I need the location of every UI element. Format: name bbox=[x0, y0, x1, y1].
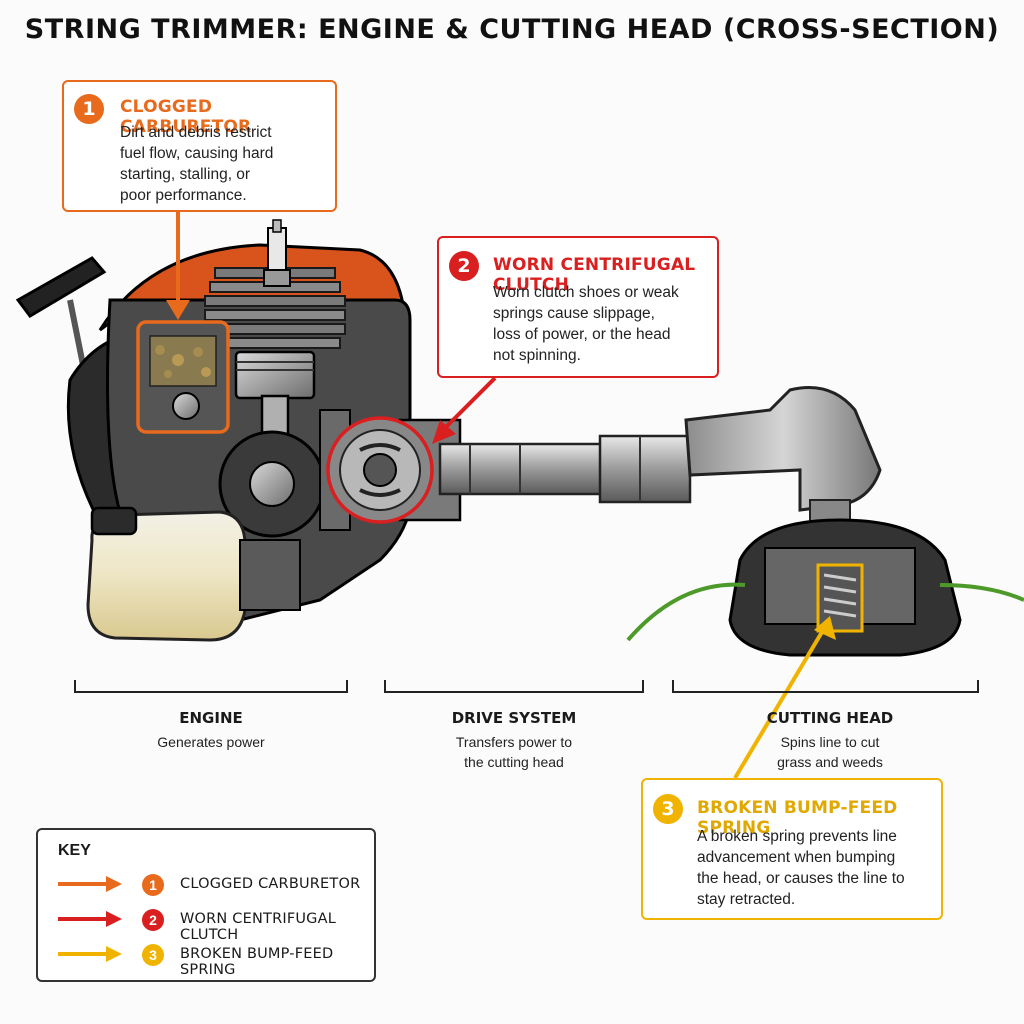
fuel-tank bbox=[86, 506, 247, 642]
legend-item-broken-bump-feed-spring: 3 BROKEN BUMP-FEED SPRING bbox=[56, 940, 366, 978]
callout-title: WORN CENTRIFUGAL CLUTCH bbox=[493, 255, 696, 295]
legend-number: 2 bbox=[142, 909, 164, 931]
callout-line: stay retracted. bbox=[697, 891, 796, 908]
callout-line: not spinning. bbox=[493, 347, 581, 364]
piston bbox=[234, 350, 316, 400]
callout-line: advancement when bumping bbox=[697, 849, 896, 866]
callout-worn-centrifugal-clutch: 2 WORN CENTRIFUGAL CLUTCH Worn clutch sh… bbox=[437, 236, 719, 378]
orange-arrow-icon bbox=[58, 876, 122, 892]
callout-title: BROKEN BUMP-FEED SPRING bbox=[697, 798, 898, 838]
legend-number: 1 bbox=[142, 874, 164, 896]
callout-line: springs cause slippage, bbox=[493, 305, 655, 322]
drive-shaft bbox=[438, 434, 692, 504]
starter-handle bbox=[15, 256, 107, 318]
line-trimmer-string-left bbox=[626, 582, 746, 642]
callout-line: Worn clutch shoes or weak bbox=[493, 284, 679, 301]
section-brackets bbox=[74, 680, 979, 693]
section-desc-drive-system: Transfers power to the cutting head bbox=[385, 732, 643, 772]
callout-number: 3 bbox=[653, 794, 683, 824]
section-desc-cutting-head: Spins line to cut grass and weeds bbox=[700, 732, 960, 772]
callout-line: starting, stalling, or bbox=[120, 166, 251, 183]
callout-line: loss of power, or the head bbox=[493, 326, 671, 343]
callout-title: CLOGGED CARBURETOR bbox=[120, 97, 252, 137]
legend-label: WORN CENTRIFUGAL CLUTCH bbox=[180, 911, 337, 943]
callout-line: the head, or causes the line to bbox=[697, 870, 905, 887]
carburetor bbox=[136, 320, 230, 434]
legend-number: 3 bbox=[142, 944, 164, 966]
section-label-drive-system: DRIVE SYSTEM bbox=[451, 709, 577, 727]
callout-number: 1 bbox=[74, 94, 104, 124]
legend-item-clogged-carburetor: 1 CLOGGED CARBURETOR bbox=[56, 870, 366, 898]
red-arrow-icon bbox=[58, 911, 122, 927]
spark-plug bbox=[263, 219, 291, 287]
line-trimmer-string-right bbox=[939, 583, 1024, 602]
legend-label: CLOGGED CARBURETOR bbox=[180, 876, 361, 892]
callout-line: fuel flow, causing hard bbox=[120, 145, 274, 162]
legend-label: BROKEN BUMP-FEED SPRING bbox=[180, 946, 334, 978]
callout-line: A broken spring prevents line bbox=[697, 828, 897, 845]
section-desc-line: the cutting head bbox=[464, 754, 564, 770]
page-title: STRING TRIMMER: ENGINE & CUTTING HEAD (C… bbox=[24, 14, 1000, 45]
legend-key: KEY 1 CLOGGED CARBURETOR 2 WORN CENTRIFU… bbox=[36, 828, 376, 982]
callout-line: Dirt and debris restrict bbox=[120, 124, 272, 141]
yellow-arrow-icon bbox=[58, 946, 122, 962]
callout-body: Dirt and debris restrict fuel flow, caus… bbox=[120, 122, 273, 206]
legend-title: KEY bbox=[58, 842, 91, 859]
legend-item-worn-centrifugal-clutch: 2 WORN CENTRIFUGAL CLUTCH bbox=[56, 905, 366, 943]
section-label-cutting-head: CUTTING HEAD bbox=[766, 709, 894, 727]
callout-number: 2 bbox=[449, 251, 479, 281]
engine-assembly bbox=[15, 219, 414, 642]
section-label-engine: ENGINE bbox=[179, 709, 243, 727]
section-desc-line: Transfers power to bbox=[455, 734, 573, 750]
section-desc-engine: Generates power bbox=[75, 732, 347, 752]
callout-broken-bump-feed-spring: 3 BROKEN BUMP-FEED SPRING A broken sprin… bbox=[641, 778, 943, 920]
section-desc-line: Generates power bbox=[157, 734, 265, 750]
callout-arrows bbox=[166, 212, 836, 780]
section-desc-line: Spins line to cut bbox=[780, 734, 880, 750]
callout-body: Worn clutch shoes or weak springs cause … bbox=[493, 282, 679, 366]
callout-line: poor performance. bbox=[120, 187, 247, 204]
callout-body: A broken spring prevents line advancemen… bbox=[697, 826, 905, 910]
section-desc-line: grass and weeds bbox=[777, 754, 883, 770]
callout-clogged-carburetor: 1 CLOGGED CARBURETOR Dirt and debris res… bbox=[62, 80, 337, 212]
gear-head bbox=[684, 386, 882, 541]
cutting-head bbox=[626, 518, 1024, 657]
